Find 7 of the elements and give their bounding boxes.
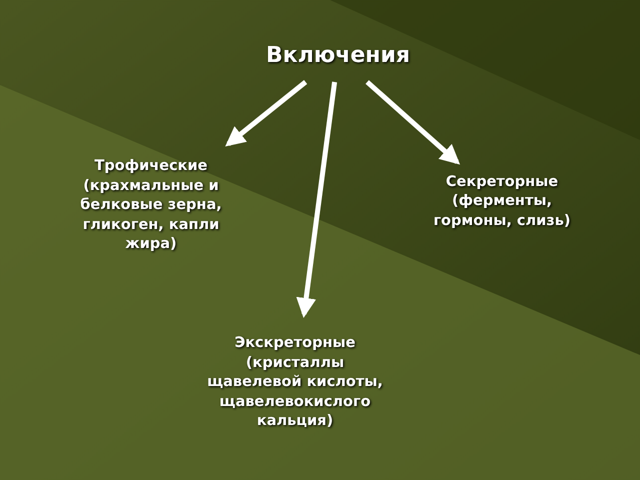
title-text: Включения	[266, 42, 410, 70]
arrow	[225, 80, 308, 146]
arrow	[366, 80, 460, 165]
category-text: Трофические (крахмальные и белковые зерна, гликоген, капли жира)	[79, 157, 223, 254]
arrow	[296, 82, 338, 318]
category-text: Секреторные (ферменты, гормоны, слизь)	[432, 172, 572, 231]
category-text: Экскреторные (кристаллы щавелевой кислоты, щавелевокислого кальция)	[206, 334, 384, 432]
